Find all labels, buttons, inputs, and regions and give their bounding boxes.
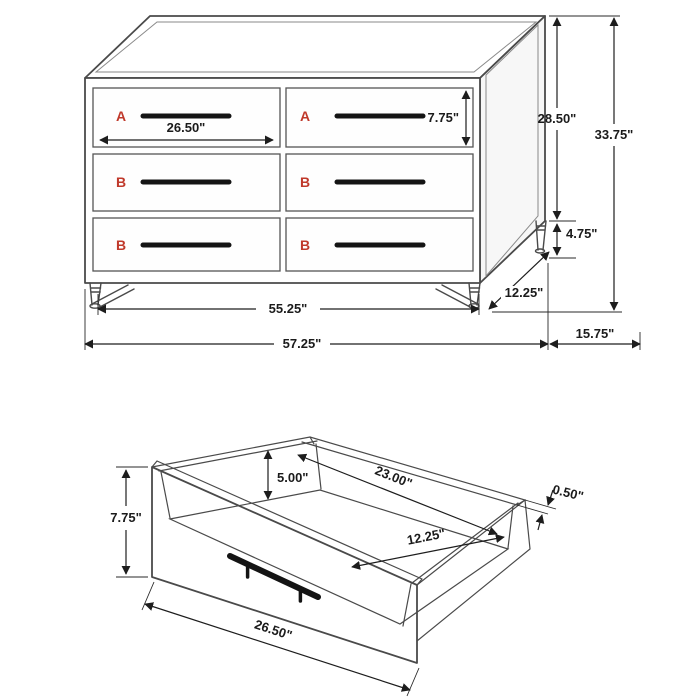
dim-base-depth: 12.25" — [488, 251, 550, 310]
dim-overall-height-label: 33.75" — [595, 127, 634, 142]
drawer-label: A — [116, 108, 126, 124]
dim-drawer-width-label: 26.50" — [167, 120, 206, 135]
drawer-label: B — [116, 174, 126, 190]
dresser-top-face — [84, 15, 546, 79]
dim-case-width: 55.25" — [97, 301, 480, 316]
dim-line — [144, 602, 411, 692]
dim-line — [351, 534, 505, 570]
drawer-handle — [227, 553, 321, 600]
dim-side-thickness-label: 0.50" — [551, 482, 585, 504]
drawer-label: A — [300, 108, 310, 124]
dim-case-height-label: 28.50" — [538, 111, 577, 126]
dim-front-height-label: 7.75" — [110, 510, 141, 525]
drawer-front-bottom-left — [92, 217, 281, 272]
dim-leg-height: 4.75" — [552, 223, 597, 256]
dim-label-mask — [501, 286, 547, 300]
dim-inner-height: 5.00" — [263, 450, 308, 500]
dim-case-width-label: 55.25" — [269, 301, 308, 316]
back-right-foot — [534, 248, 546, 254]
back-right-leg — [535, 220, 547, 251]
dresser-top-face-border — [94, 21, 538, 73]
dim-inner-height-label: 5.00" — [277, 470, 308, 485]
drawer-detail-view: 7.75" 5.00" 23.00" 12.25" 0.50" 26.50" — [110, 436, 585, 697]
dim-overall-width-label: 57.25" — [283, 336, 322, 351]
dim-overall-depth-label: 15.75" — [576, 326, 615, 341]
dim-arrow — [535, 514, 545, 531]
dim-drawer-width: 26.50" — [99, 120, 274, 145]
dresser-view: A A B B B B 26.50" 7.75" — [84, 15, 641, 351]
drawer-extension-lines — [116, 466, 557, 697]
dim-line — [488, 251, 550, 310]
dim-inner-depth: 12.25" — [351, 526, 505, 570]
dim-inner-depth-label: 12.25" — [406, 526, 447, 548]
dresser-right-face-border — [485, 23, 539, 278]
drawer-detail-handle — [227, 553, 321, 603]
dim-overall-width: 57.25" — [84, 336, 549, 351]
drawer-handles — [140, 113, 426, 248]
drawer-label: B — [300, 237, 310, 253]
dim-base-depth-label: 12.25" — [505, 285, 544, 300]
dim-leg-height-label: 4.75" — [566, 226, 597, 241]
dim-arrow — [546, 489, 555, 506]
drawer-label: B — [300, 174, 310, 190]
dim-drawer-height-label: 7.75" — [428, 110, 459, 125]
front-right-leg — [468, 282, 481, 306]
drawer-label: B — [116, 237, 126, 253]
dim-overall-depth: 15.75" — [549, 326, 641, 349]
dim-case-height: 28.50" — [538, 17, 577, 220]
drawer-right-wall-outer — [416, 499, 531, 642]
dim-drawer-height: 7.75" — [428, 90, 471, 146]
dim-line — [297, 453, 498, 536]
dim-side-thickness: 0.50" — [535, 482, 585, 531]
dim-overall-height: 33.75" — [595, 17, 634, 311]
front-left-leg — [89, 282, 102, 306]
dim-inner-width: 23.00" — [297, 453, 498, 536]
front-right-brace — [435, 284, 479, 309]
dim-front-height: 7.75" — [110, 469, 142, 575]
